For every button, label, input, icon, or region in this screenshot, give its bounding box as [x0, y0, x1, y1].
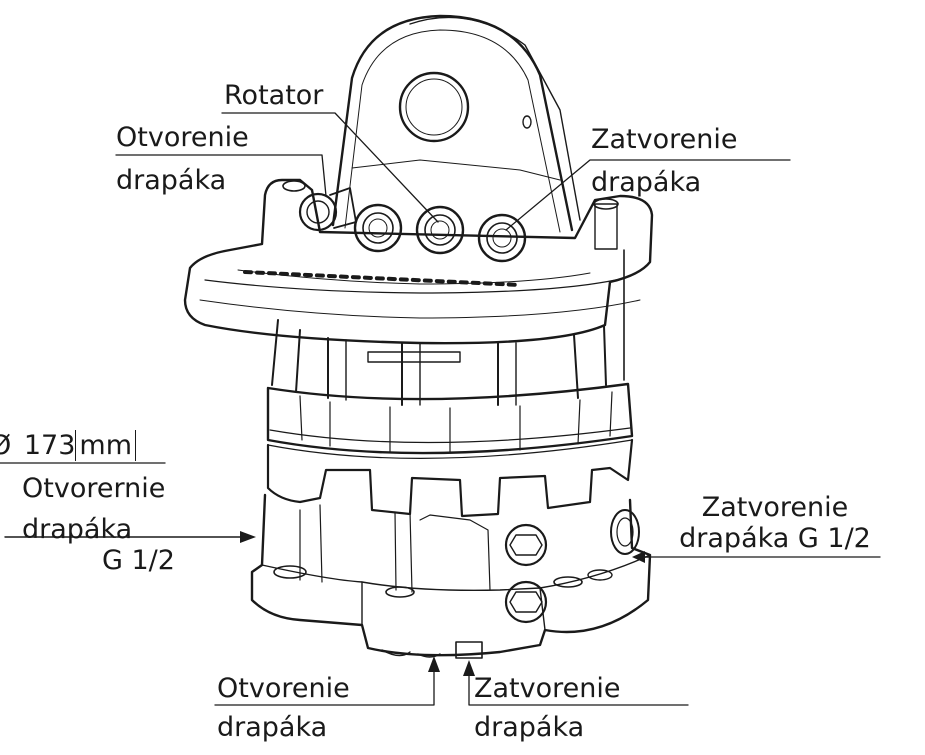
- label-rotator: Rotator: [224, 80, 324, 111]
- label-bottom-open-line2: drapáka: [217, 712, 328, 743]
- label-left-open-line2: drapáka: [22, 514, 133, 545]
- label-right-close-line2: drapáka G 1/2: [679, 523, 871, 554]
- gear-ring: [266, 438, 634, 518]
- label-left-open-line3: G 1/2: [102, 545, 175, 576]
- label-top-right-close-line2: drapáka: [591, 167, 702, 198]
- right-port-arrow: [632, 551, 651, 563]
- label-top-right-close-line1: Zatvorenie: [591, 124, 738, 155]
- diameter-symbol: Ø: [0, 430, 12, 461]
- label-right-close-line1: Zatvorenie: [701, 492, 849, 523]
- label-top-left-open-line2: drapáka: [116, 165, 227, 196]
- slewing-ring: [266, 382, 634, 455]
- label-left-open-line1: Otvorernie: [22, 473, 166, 504]
- hydraulic-fittings: [298, 187, 527, 263]
- bottom-port-arrows: [428, 656, 475, 676]
- housing: [250, 493, 652, 659]
- lifting-lug: [331, 14, 581, 233]
- label-bottom-open-line1: Otvorenie: [217, 673, 350, 704]
- column-section: [271, 249, 625, 406]
- leader-lines: [0, 112, 881, 706]
- label-bottom-close-line1: Zatvorenie: [474, 673, 621, 704]
- top-deck: [183, 178, 654, 345]
- dimension-unit: mm: [75, 430, 137, 461]
- label-top-left-open-line1: Otvorenie: [116, 122, 249, 153]
- dimension-value: 173: [23, 430, 76, 461]
- left-port-arrow: [4, 531, 256, 543]
- label-bottom-close-line2: drapáka: [474, 712, 585, 743]
